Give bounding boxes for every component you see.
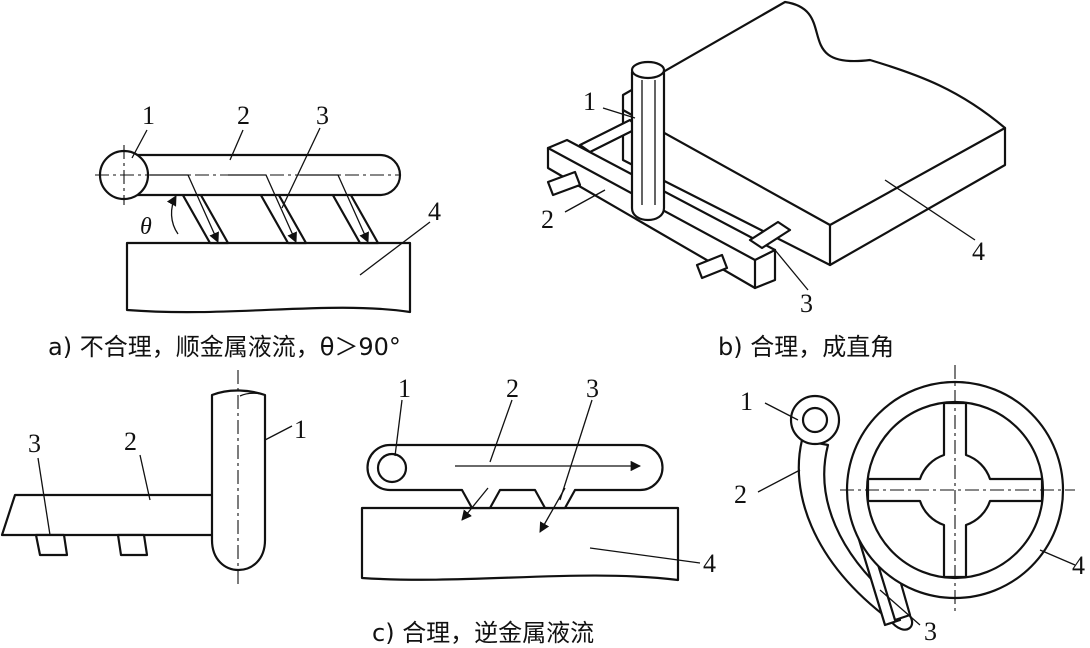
label-c-left-1: 1 [294,415,307,444]
casting-c-mid [360,506,680,582]
panel-c-right: 1 2 3 4 [734,365,1085,646]
casting-b [621,0,1007,267]
caption-c: c) 合理，逆金属液流 [372,619,594,647]
panel-a: θ 1 2 3 4 a) 不合理，顺金属液流，θ＞90° [48,101,441,361]
label-c-left-2: 2 [124,427,137,456]
ingate-b-front [695,253,729,280]
label-c-left-3: 3 [28,429,41,458]
label-a-2: 2 [237,101,250,130]
runner-c-left [0,493,217,537]
label-b-2: 2 [541,205,554,234]
ingate-b-left [546,170,582,197]
sprue-b [630,70,666,222]
label-b-3: 3 [800,289,813,318]
label-b-1: 1 [583,87,596,116]
panel-c-mid: 1 2 3 4 c) 合理，逆金属液流 [360,374,716,647]
label-c-mid-2: 2 [506,374,519,403]
panel-b: 1 2 3 4 b) 合理，成直角 [541,0,1007,361]
label-c-mid-3: 3 [586,374,599,403]
label-c-right-1: 1 [740,387,753,416]
label-c-right-4: 4 [1072,551,1085,580]
label-c-right-3: 3 [924,617,937,646]
label-c-mid-4: 4 [703,549,716,578]
label-a-4: 4 [428,197,441,226]
theta-arc [166,195,179,235]
ingate-b-right [748,220,792,250]
label-a-1: 1 [142,101,155,130]
label-b-4: 4 [972,237,985,266]
label-c-right-2: 2 [734,480,747,509]
theta-symbol: θ [140,214,152,240]
caption-b: b) 合理，成直角 [718,333,894,361]
sprue-c-right [789,394,841,446]
runner-c-mid [366,443,664,510]
caption-a: a) 不合理，顺金属液流，θ＞90° [48,333,401,361]
casting-a [125,241,412,314]
panel-c-left: 3 2 1 [0,370,307,585]
sprue-c-mid [376,452,408,484]
label-a-3: 3 [316,101,329,130]
label-c-mid-1: 1 [398,374,411,403]
